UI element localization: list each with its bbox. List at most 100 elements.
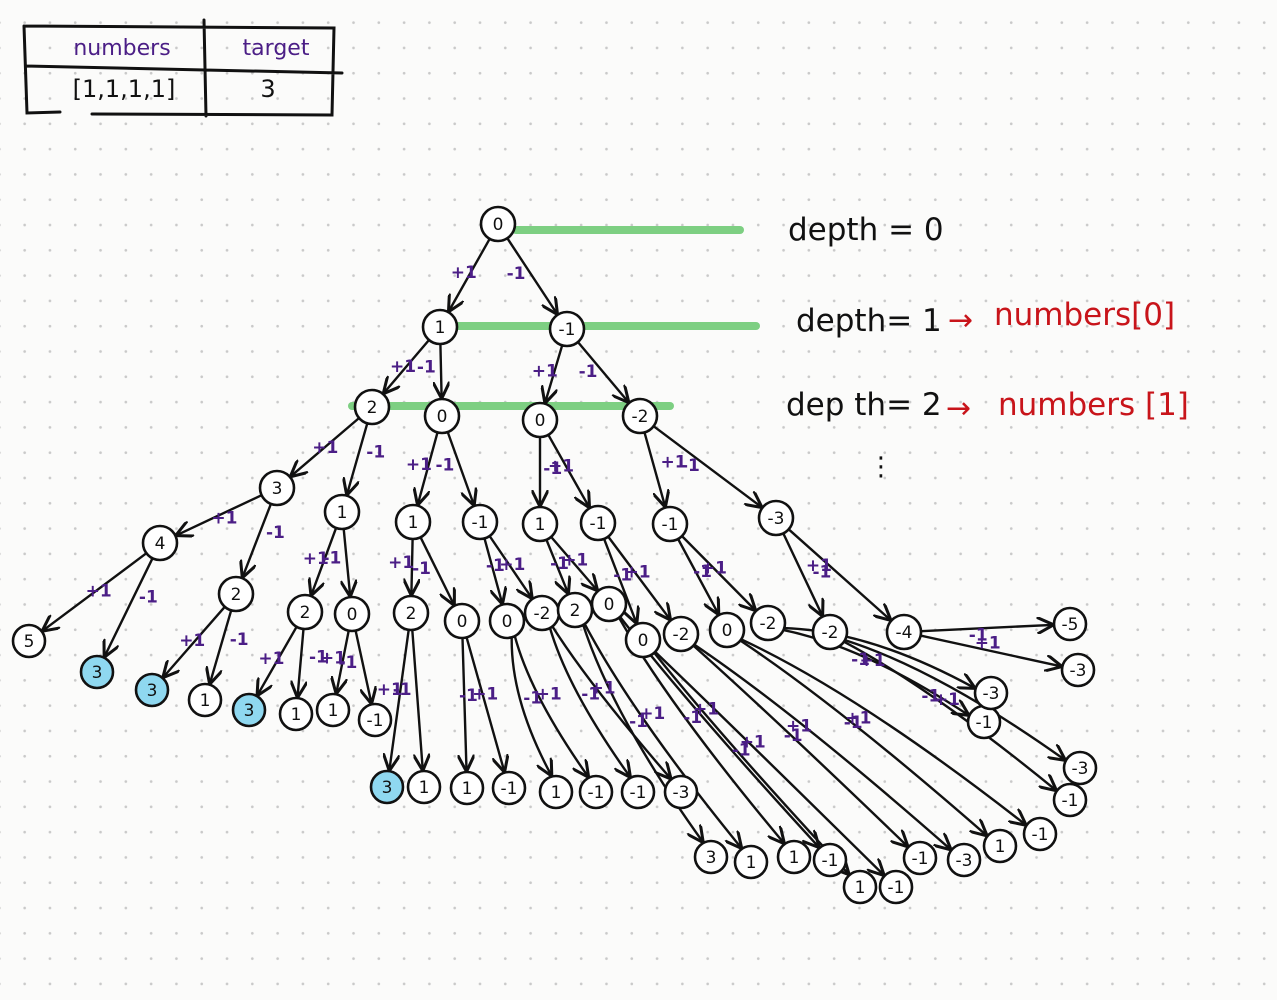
tree-edge [739, 639, 986, 835]
node-label: 1 [419, 778, 430, 798]
node-circle [421, 308, 459, 346]
tree-edge [105, 557, 154, 656]
tree-node: 0 [590, 585, 628, 623]
target-node: 3 [231, 692, 267, 728]
node-label: -3 [673, 783, 690, 803]
edge-sign-label: -1 [579, 362, 598, 382]
node-circle [878, 869, 914, 905]
node-circle [776, 839, 812, 875]
tree-edge [488, 534, 532, 597]
table-border [22, 18, 344, 118]
edge-sign-label: -1 [581, 685, 600, 705]
node-label: 1 [746, 853, 757, 873]
node-label: -3 [1072, 759, 1089, 779]
edge-sign-label: +1 [548, 457, 574, 477]
tree-node: 2 [353, 388, 391, 426]
edge-sign-label: +1 [806, 556, 832, 576]
tree-node: -1 [620, 774, 656, 810]
edge-sign-label: +1 [625, 563, 651, 583]
tree-edge [602, 537, 636, 622]
edge-sign-label: -1 [412, 559, 431, 579]
node-label: 0 [604, 595, 615, 615]
node-circle [491, 770, 527, 806]
node-circle [521, 505, 559, 543]
node-circle [708, 611, 746, 649]
tree-edge [440, 342, 441, 397]
edge-sign-label: +1 [472, 684, 498, 704]
node-circle [79, 654, 115, 690]
tree-node: 1 [776, 839, 812, 875]
node-label: 2 [570, 601, 581, 621]
edge-sign-label: -1 [436, 455, 455, 475]
node-label: 1 [462, 779, 473, 799]
tree-edge [419, 536, 454, 604]
node-label: 3 [92, 663, 103, 683]
tree-edge [506, 237, 556, 313]
node-circle [406, 769, 442, 805]
tree-edge [344, 527, 350, 595]
node-circle [1052, 606, 1088, 642]
node-circle [538, 774, 574, 810]
edge-sign-label: -1 [393, 680, 412, 700]
tree-edge [548, 626, 630, 776]
edge-sign-label: -1 [139, 588, 158, 608]
tree-edge [292, 416, 361, 476]
edge-sign-label: -1 [417, 357, 436, 377]
node-circle [231, 692, 267, 728]
edge-sign-label: +1 [701, 558, 727, 578]
edge-sign-label: +1 [377, 680, 403, 700]
node-label: -4 [896, 623, 913, 643]
tree-edge [210, 609, 233, 682]
tree-node: -1 [579, 504, 617, 542]
node-circle [443, 602, 481, 640]
tree-node: -1 [578, 774, 614, 810]
tree-node: -1 [966, 704, 1002, 740]
edge-sign-label: -1 [266, 523, 285, 543]
tree-edge [576, 340, 628, 401]
tree-node: 1 [521, 505, 559, 543]
node-label: 2 [406, 604, 417, 624]
node-circle [885, 613, 923, 651]
node-label: 3 [244, 701, 255, 721]
tree-node: 1 [982, 828, 1018, 864]
tree-edge [787, 528, 890, 619]
node-label: 3 [382, 778, 393, 798]
edge-sign-label: +1 [388, 553, 414, 573]
node-label: 1 [408, 513, 419, 533]
edge-sign-label: -1 [921, 687, 940, 707]
edge-sign-label: -1 [323, 548, 342, 568]
depth-label-1: depth= 1 [796, 303, 942, 339]
target-node: 3 [134, 672, 170, 708]
node-circle [842, 869, 878, 905]
node-label: 3 [706, 848, 717, 868]
tree-node: -2 [811, 613, 849, 651]
node-label: -3 [956, 851, 973, 871]
edge-sign-label: -1 [543, 459, 562, 479]
tree-edge [551, 625, 670, 777]
node-circle [982, 828, 1018, 864]
node-circle [11, 623, 47, 659]
tree-node: 0 [488, 602, 526, 640]
node-label: 2 [300, 603, 311, 623]
tree-node: -3 [757, 499, 795, 537]
edge-sign-label: +1 [693, 700, 719, 720]
tree-edge [740, 638, 1025, 824]
tree-node: -3 [1062, 750, 1098, 786]
tree-edge [411, 537, 412, 594]
tree-edge [583, 622, 741, 847]
tree-node: -1 [902, 840, 938, 876]
edge-sign-label: +1 [406, 455, 432, 475]
node-label: -1 [1062, 791, 1079, 811]
tree-edge [43, 552, 148, 630]
node-circle [187, 682, 223, 718]
tree-edge [177, 494, 263, 535]
tree-node: 4 [141, 524, 179, 562]
edge-sign-label: -1 [486, 556, 505, 576]
edge-sign-label: +1 [86, 581, 112, 601]
table-header-target: target [243, 36, 310, 61]
tree-node: -1 [878, 869, 914, 905]
node-label: 1 [328, 701, 339, 721]
numbers-ref-2: numbers [1] [998, 387, 1189, 423]
tree-edge [643, 431, 665, 505]
tree-node: 0 [333, 595, 371, 633]
